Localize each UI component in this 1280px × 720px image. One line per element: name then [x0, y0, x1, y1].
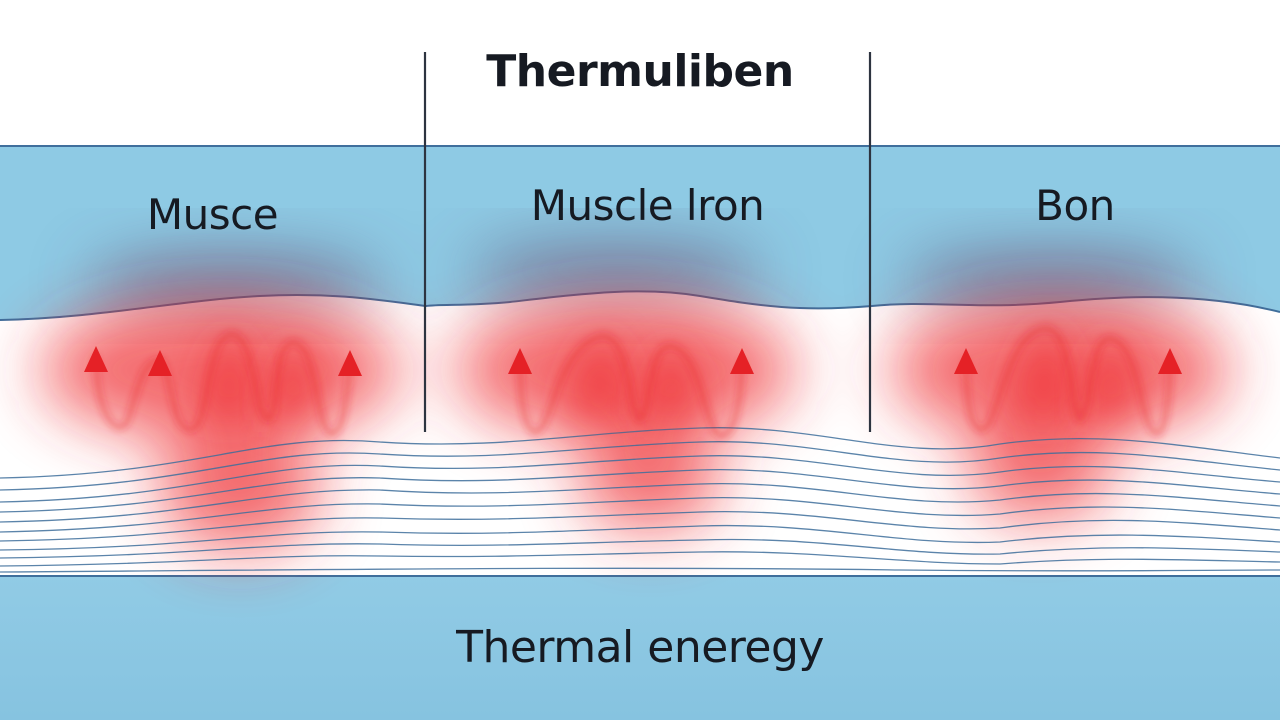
strata-lines — [0, 427, 1280, 573]
shadow-glows — [85, 242, 1200, 310]
column-label-right: Bon — [1035, 181, 1115, 230]
lower-band — [0, 576, 1280, 720]
column-label-left: Musce — [146, 190, 279, 239]
heat-waves-col2 — [508, 334, 754, 438]
column-label-center: Muscle lron — [530, 181, 765, 230]
footer-label: Thermal eneregy — [456, 622, 824, 673]
heat-waves-col1 — [84, 332, 362, 436]
heat-waves-col3 — [954, 326, 1182, 436]
diagram-title: Thermuliben — [486, 46, 794, 97]
